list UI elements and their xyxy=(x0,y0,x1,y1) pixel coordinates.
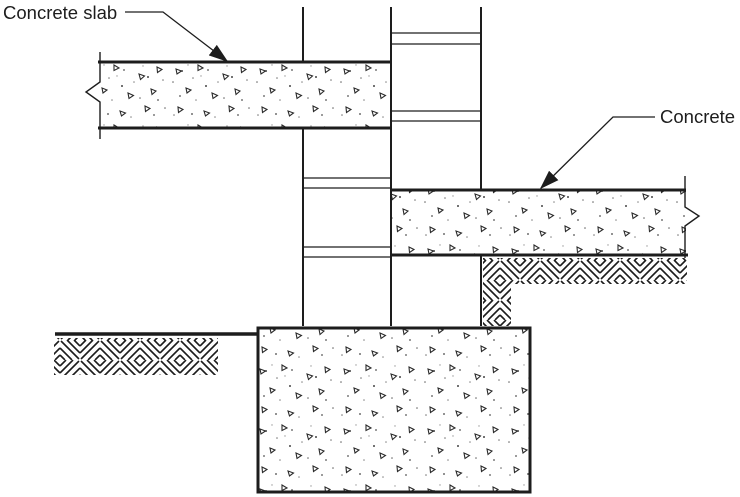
footing-outline xyxy=(256,326,532,494)
break-line-right-icon xyxy=(684,176,701,279)
earth-hatch-right xyxy=(483,258,687,326)
concrete-slab-left xyxy=(84,52,391,139)
leader-arrow-icon xyxy=(539,116,655,190)
concrete-footing xyxy=(256,326,532,494)
break-line-left-icon xyxy=(84,52,101,139)
concrete-slab-left-fill xyxy=(100,63,391,127)
concrete-slab-right-fill xyxy=(392,191,686,254)
label-concrete: Concrete xyxy=(660,106,735,127)
concrete-slab-right xyxy=(391,176,701,279)
leader-concrete-slab: Concrete slab xyxy=(3,2,229,62)
label-concrete-slab: Concrete slab xyxy=(3,2,117,23)
leader-arrow-icon xyxy=(125,11,229,62)
wall-joints xyxy=(303,32,481,258)
earth-hatch xyxy=(54,258,687,375)
earth-hatch-left xyxy=(54,338,218,375)
leader-concrete: Concrete xyxy=(539,106,735,190)
foundation-wall xyxy=(302,7,482,326)
